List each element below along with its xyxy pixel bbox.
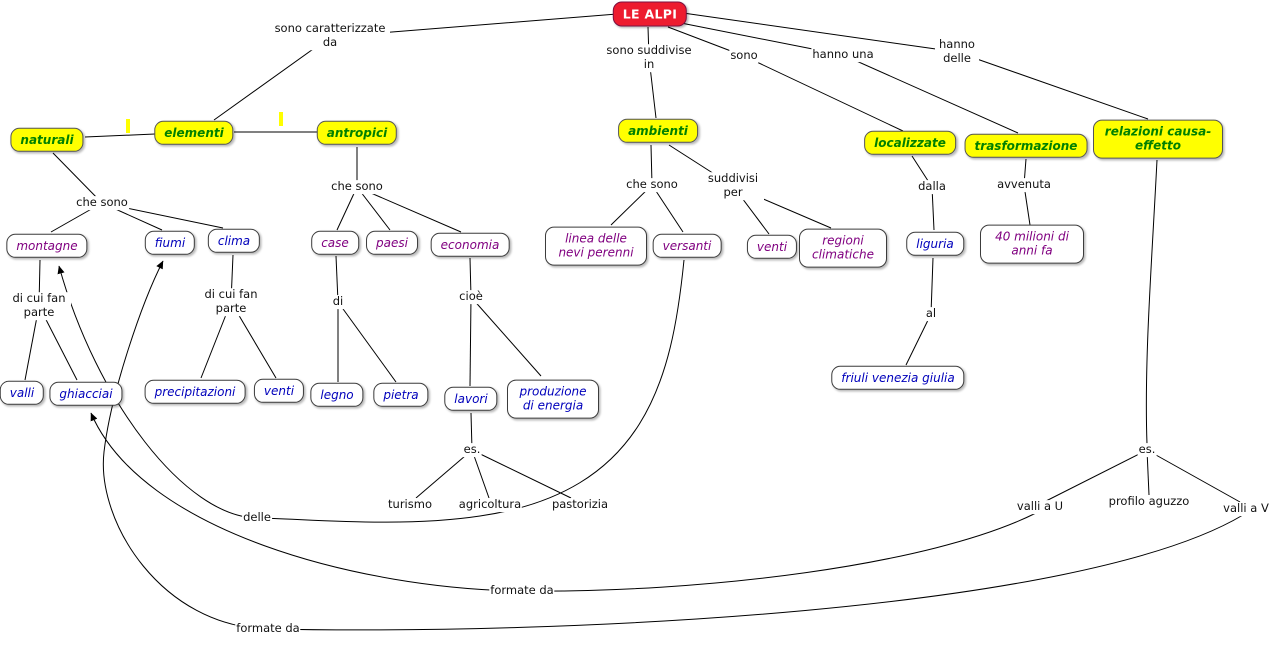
node-40-milioni-di-anni-fa[interactable]: 40 milioni di anni fa <box>980 224 1084 264</box>
node-precipitazioni[interactable]: precipitazioni <box>144 379 246 405</box>
node-antropici[interactable]: antropici <box>316 120 398 146</box>
node-venti-clima[interactable]: venti <box>253 378 305 404</box>
node-localizzate[interactable]: localizzate <box>864 130 956 156</box>
label-es-lavori: es. <box>462 442 482 457</box>
label-dalla: dalla <box>917 179 947 194</box>
node-montagne[interactable]: montagne <box>6 233 88 259</box>
label-sono: sono <box>729 48 759 63</box>
label-profilo-aguzzo: profilo aguzzo <box>1107 494 1191 509</box>
node-venti-ambienti[interactable]: venti <box>746 234 798 260</box>
label-che-sono-antropici: che sono <box>330 179 384 194</box>
node-regioni-climatiche[interactable]: regioni climatiche <box>799 228 887 268</box>
label-agricoltura: agricoltura <box>457 497 523 512</box>
node-friuli-venezia-giulia[interactable]: friuli venezia giulia <box>831 365 965 391</box>
node-versanti[interactable]: versanti <box>652 233 722 259</box>
node-produzione-di-energia[interactable]: produzione di energia <box>507 379 599 419</box>
label-di-cui-fan-parte-montagne: di cui fan parte <box>7 291 71 320</box>
node-relazioni-causa-effetto[interactable]: relazioni causa-effetto <box>1093 119 1223 159</box>
node-valli[interactable]: valli <box>0 380 45 406</box>
node-paesi[interactable]: paesi <box>366 230 418 256</box>
label-valli-a-v: valli a V <box>1222 501 1270 516</box>
node-linea-delle-nevi-perenni[interactable]: linea delle nevi perenni <box>545 226 647 266</box>
label-pastorizia: pastorizia <box>550 497 610 512</box>
node-ghiacciai[interactable]: ghiacciai <box>49 381 123 407</box>
label-di-cui-fan-parte-clima: di cui fan parte <box>199 287 263 316</box>
connector-tick-naturali <box>126 119 130 133</box>
node-liguria[interactable]: liguria <box>906 231 964 257</box>
node-case[interactable]: case <box>311 230 359 256</box>
label-cioe: cioè <box>458 289 484 304</box>
node-legno[interactable]: legno <box>310 382 364 408</box>
label-sono-suddivise-in: sono suddivise in <box>602 43 696 72</box>
connector-tick-antropici <box>279 112 283 126</box>
label-che-sono-ambienti: che sono <box>625 177 679 192</box>
label-sono-caratterizzate-da: sono caratterizzate da <box>270 21 390 50</box>
label-hanno-una: hanno una <box>811 47 875 62</box>
label-che-sono-naturali: che sono <box>75 195 129 210</box>
label-valli-a-u: valli a U <box>1015 499 1065 514</box>
label-formate-da-1: formate da <box>489 583 555 598</box>
label-es-relazioni: es. <box>1137 442 1157 457</box>
label-di: di <box>331 294 345 309</box>
label-al: al <box>924 306 938 321</box>
node-elementi[interactable]: elementi <box>154 120 234 146</box>
node-clima[interactable]: clima <box>207 228 261 254</box>
node-ambienti[interactable]: ambienti <box>618 118 698 144</box>
node-trasformazione[interactable]: trasformazione <box>964 133 1088 159</box>
node-lavori[interactable]: lavori <box>444 386 498 412</box>
node-naturali[interactable]: naturali <box>10 127 84 153</box>
node-economia[interactable]: economia <box>430 232 510 258</box>
label-hanno-delle: hanno delle <box>935 37 979 66</box>
node-pietra[interactable]: pietra <box>373 382 429 408</box>
node-fiumi[interactable]: fiumi <box>144 230 196 256</box>
node-le-alpi[interactable]: LE ALPI <box>612 1 688 27</box>
label-delle: delle <box>242 510 272 525</box>
label-turismo: turismo <box>387 497 433 512</box>
label-formate-da-2: formate da <box>235 621 301 636</box>
label-suddivisi-per: suddivisi per <box>702 171 764 200</box>
label-avvenuta: avvenuta <box>996 177 1052 192</box>
